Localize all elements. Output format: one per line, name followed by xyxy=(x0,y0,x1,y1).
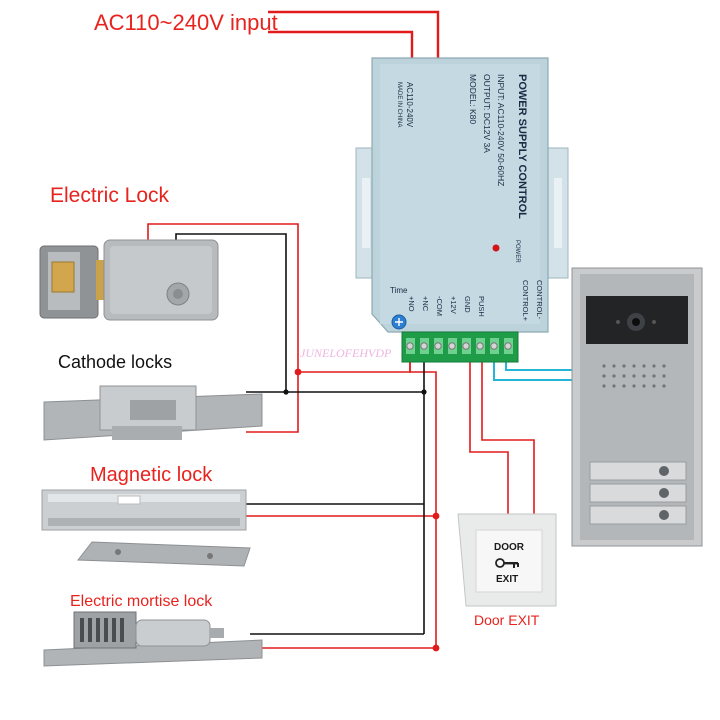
exit-button-door-text: DOOR xyxy=(494,542,524,553)
psu-input-spec: INPUT: AC110-240V 50-60HZ xyxy=(496,74,506,187)
terminal-label-control-plus: CONTROL+ xyxy=(521,280,530,322)
psu-ac-label: AC110-240V xyxy=(405,82,414,128)
exit-button-exit-text: EXIT xyxy=(496,574,519,585)
exit-button-wires xyxy=(469,346,535,514)
electric-mortise-lock-image xyxy=(43,611,263,667)
psu-power-led-label: POWER xyxy=(514,240,520,263)
intercom-outdoor-panel-image xyxy=(571,267,703,547)
electric-rim-lock-image xyxy=(39,239,219,321)
cathode-strike-lock-image xyxy=(43,385,263,441)
door-exit-button-image xyxy=(457,513,557,607)
terminal-label-gnd: GND xyxy=(463,296,472,313)
door-exit-label: Door EXIT xyxy=(474,612,540,628)
psu-title: POWER SUPPLY CONTROL xyxy=(516,74,528,219)
power-led xyxy=(492,244,500,252)
watermark-text: JUNELOFEHVDP xyxy=(300,346,392,360)
terminal-label-nc: +NC xyxy=(421,296,430,312)
time-adjust-knob[interactable] xyxy=(391,314,407,330)
wire-junction-dots xyxy=(283,368,440,652)
lock-black-wire-bus xyxy=(175,233,425,635)
psu-model: MODEL: K80 xyxy=(468,74,478,125)
power-input-wires xyxy=(268,10,440,62)
terminal-label-control-minus: CONTROL- xyxy=(535,280,544,320)
power-supply-unit xyxy=(355,57,569,363)
magnetic-lock-label: Magnetic lock xyxy=(90,464,213,486)
psu-output-spec: OUTPUT: DC12V 3A xyxy=(482,74,492,153)
terminal-label-com: -COM xyxy=(435,296,444,316)
terminal-label-12v: +12V xyxy=(449,296,458,314)
electric-mortise-lock-label: Electric mortise lock xyxy=(70,593,213,610)
psu-made-in: MADE IN CHINA xyxy=(396,82,402,128)
cathode-locks-label: Cathode locks xyxy=(58,352,173,372)
electric-lock-label: Electric Lock xyxy=(50,184,170,207)
power-input-label: AC110~240V input xyxy=(94,10,278,35)
magnetic-lock-image xyxy=(41,489,251,567)
terminal-label-no: +NO xyxy=(407,296,416,312)
terminal-label-push: PUSH xyxy=(477,296,486,317)
psu-time-label: Time xyxy=(390,286,408,295)
